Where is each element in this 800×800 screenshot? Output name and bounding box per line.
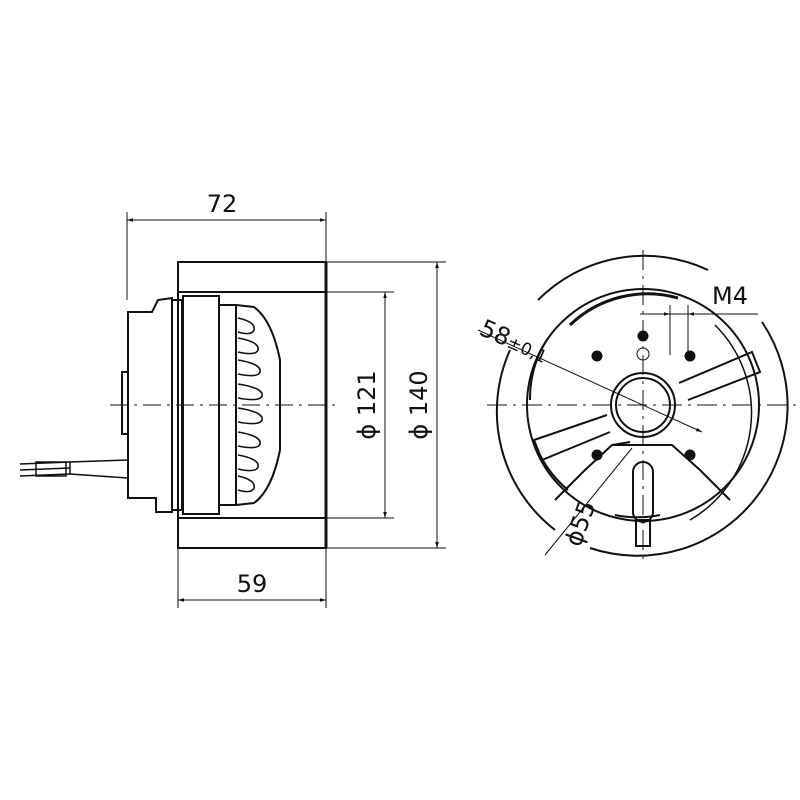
dim-d55: ϕ55 <box>559 497 601 550</box>
dim-d140: ϕ 140 <box>405 370 433 439</box>
dim-58-tolerance: ±0,1 <box>504 333 550 368</box>
front-view <box>477 250 800 560</box>
motor-body <box>127 296 173 513</box>
cable <box>19 459 129 479</box>
side-view <box>19 212 446 608</box>
outer-arc <box>537 254 709 301</box>
dim-d121: ϕ 121 <box>353 370 381 439</box>
dim-72: 72 <box>207 190 238 218</box>
dim-58: 58±0,1 <box>476 314 553 369</box>
dim-59: 59 <box>237 570 268 598</box>
fan-blades <box>237 317 263 493</box>
dim-m4: M4 <box>712 282 748 310</box>
